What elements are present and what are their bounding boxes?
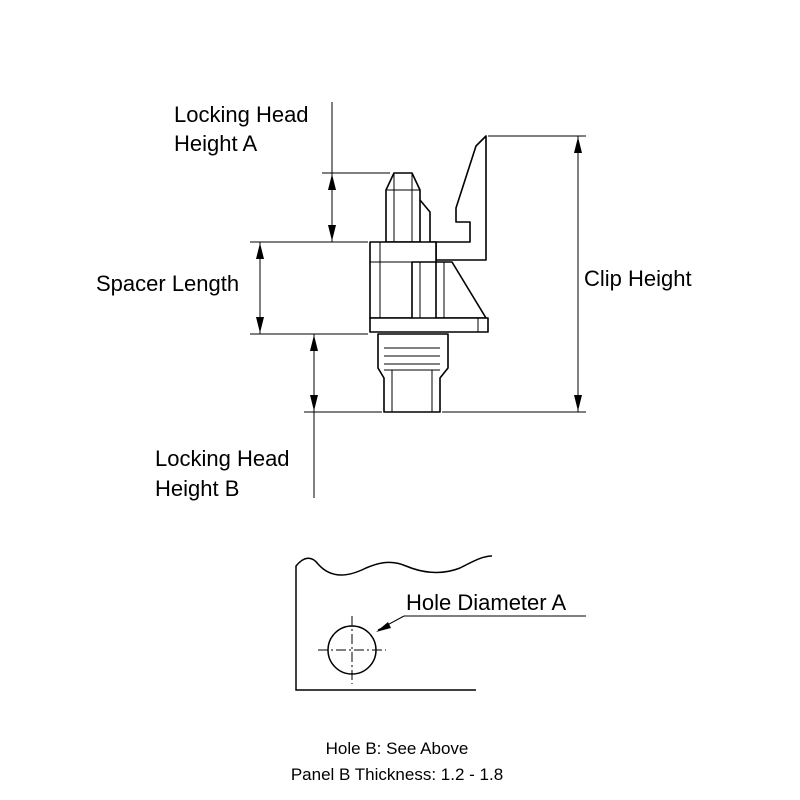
latch-arm [419,135,487,261]
panel-view: Hole Diameter A [295,555,586,691]
label-clip-height: Clip Height [584,266,692,291]
locking-head-a [385,172,421,243]
flange-plate [369,317,489,333]
panel-outline [295,555,493,691]
dimension-clip-height: Clip Height [442,135,692,413]
label-locking-head-height-a-line1: Locking Head [174,102,309,127]
label-spacer-length: Spacer Length [96,271,239,296]
dimension-locking-head-height-b: Locking Head Height B [155,334,382,501]
label-locking-head-height-a-line2: Height A [174,131,257,156]
note-panel-b-thickness: Panel B Thickness: 1.2 - 1.8 [291,765,503,784]
label-locking-head-height-b-line2: Height B [155,476,239,501]
dimension-spacer-length: Spacer Length [96,241,368,335]
clip-part [369,135,489,413]
note-hole-b: Hole B: See Above [326,739,469,758]
dimension-locking-head-height-a: Locking Head Height A [174,102,390,243]
label-hole-diameter-a: Hole Diameter A [406,590,567,615]
label-locking-head-height-b-line1: Locking Head [155,446,290,471]
locking-head-b [377,333,449,413]
